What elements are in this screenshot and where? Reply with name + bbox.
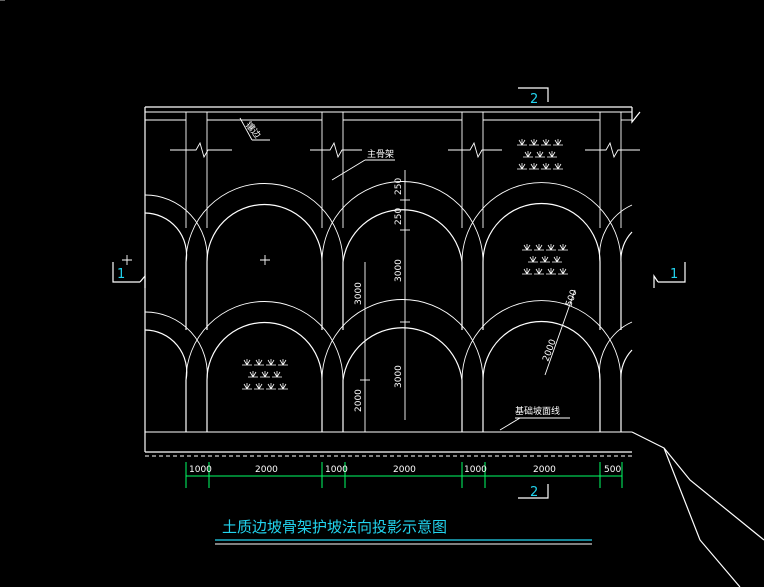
label-frame: 主骨架 (367, 148, 394, 160)
grass-tuft-icon (558, 244, 568, 251)
grass-tuft-icon (541, 163, 551, 170)
grass-tuft-icon (535, 151, 545, 158)
dim-v-250-b: 250 (394, 208, 404, 225)
grass-tuft-icon (254, 383, 264, 390)
grass-tuft-icon (540, 256, 550, 263)
dim-h-2000-a: 2000 (255, 465, 278, 475)
grass-tuft-icon (558, 268, 568, 275)
grass-tuft-icon (278, 383, 288, 390)
arches-lower (144, 299, 633, 432)
grass-tuft-icon (541, 139, 551, 146)
dim-h-1000-c: 1000 (464, 465, 487, 475)
section-mark-left: 1 (117, 267, 125, 282)
slope-leader (631, 431, 764, 587)
dim-h-2000-b: 2000 (393, 465, 416, 475)
grass-tuft-icon (272, 371, 282, 378)
grass-tuft-icon (553, 139, 563, 146)
dim-h-500: 500 (604, 465, 621, 475)
grass-tuft-icon (534, 244, 544, 251)
dim-arch-2000: 2000 (541, 338, 558, 363)
grass-tuft-icon (248, 371, 258, 378)
grass-tuft-icon (528, 256, 538, 263)
dim-v-3000-b: 3000 (394, 365, 404, 388)
grass-tuft-icon (546, 268, 556, 275)
grass-cluster-top-right (517, 139, 563, 170)
section-marks: 2 2 1 1 (112, 87, 686, 500)
grass-tuft-icon (552, 256, 562, 263)
dim-h-1000-b: 1000 (325, 465, 348, 475)
grass-tuft-icon (517, 139, 527, 146)
section-mark-top: 2 (530, 92, 538, 107)
grass-tuft-icon (529, 163, 539, 170)
grass-tuft-icon (254, 359, 264, 366)
grass-tuft-icon (266, 383, 276, 390)
bottom-dimension-chain: 1000 2000 1000 2000 1000 2000 500 (185, 462, 623, 488)
grass-tuft-icon (260, 371, 270, 378)
break-symbols (170, 141, 640, 159)
dim-h-2000-c: 2000 (533, 465, 556, 475)
vertical-ribs (145, 112, 632, 228)
drawing-title: 土质边坡骨架护坡法向投影示意图 (215, 518, 592, 545)
grass-tuft-icon (522, 244, 532, 251)
dim-arch-500: 500 (564, 288, 579, 308)
section-mark-right: 1 (670, 267, 678, 282)
grass-cluster-mid-right (522, 244, 568, 275)
label-slope-base: 基础坡面线 (515, 405, 560, 417)
center-markers (122, 255, 270, 265)
arches-upper (144, 181, 633, 330)
grass-tuft-icon (242, 383, 252, 390)
grass-cluster-bottom-left (242, 359, 288, 390)
grass-tuft-icon (278, 359, 288, 366)
dim-v-3000-a: 3000 (394, 259, 404, 282)
dim-v-2000: 2000 (354, 389, 364, 412)
grass-tuft-icon (242, 359, 252, 366)
grass-tuft-icon (534, 268, 544, 275)
grass-tuft-icon (529, 139, 539, 146)
dim-v-3000-c: 3000 (354, 282, 364, 305)
label-edging: 镶边 (243, 119, 264, 141)
grass-tuft-icon (522, 268, 532, 275)
section-mark-bottom: 2 (530, 485, 538, 500)
vertical-dimensions: 250 250 3000 3000 3000 2000 (354, 170, 410, 432)
grass-tuft-icon (517, 163, 527, 170)
dim-h-1000-a: 1000 (189, 465, 212, 475)
grass-tuft-icon (547, 151, 557, 158)
grass-tuft-icon (546, 244, 556, 251)
grass-tuft-icon (266, 359, 276, 366)
dim-v-250-a: 250 (394, 178, 404, 195)
grass-tuft-icon (523, 151, 533, 158)
title-text: 土质边坡骨架护坡法向投影示意图 (222, 518, 447, 536)
grass-tuft-icon (553, 163, 563, 170)
